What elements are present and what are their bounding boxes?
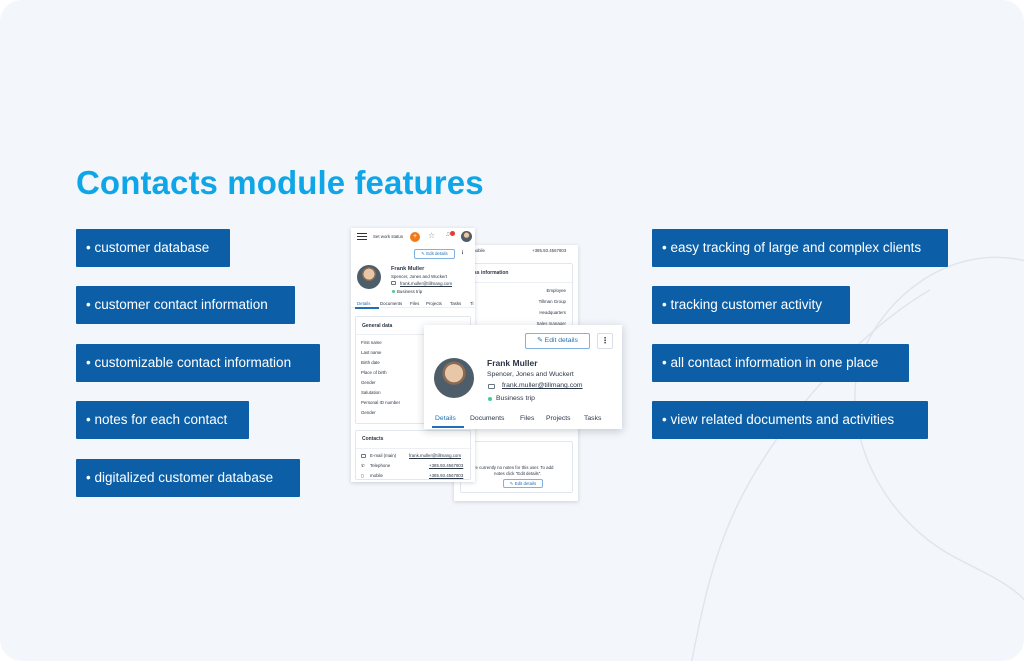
contacts-title: Contacts bbox=[362, 436, 384, 442]
mobile-phone-icon: ▯ bbox=[361, 473, 364, 478]
user-avatar[interactable] bbox=[461, 231, 472, 242]
mobile-contact-company: Spencer, Jones and Wuckert bbox=[391, 274, 448, 279]
mobile-kebab-icon[interactable]: ⋮ bbox=[460, 250, 465, 256]
bell-icon[interactable]: ♫ bbox=[445, 231, 451, 238]
business-row-value: Headquarters bbox=[539, 310, 566, 315]
contact-label: mobile bbox=[370, 473, 383, 478]
mobile-tab-documents[interactable]: Documents bbox=[380, 301, 403, 306]
feature-view-related-documents: • view related documents and activities bbox=[652, 401, 928, 439]
add-icon[interactable]: + bbox=[410, 232, 420, 242]
mobile-tab-more[interactable]: Ti bbox=[470, 301, 474, 306]
general-field-label: Personal ID number bbox=[361, 400, 401, 405]
back-top-label: mobile bbox=[472, 248, 485, 253]
notification-badge bbox=[450, 231, 455, 236]
mobile-tab-projects[interactable]: Projects bbox=[426, 301, 442, 306]
feature-all-contact-information: • all contact information in one place bbox=[652, 344, 909, 382]
popup-contact-email[interactable]: frank.muller@tillmang.com bbox=[502, 382, 583, 389]
popup-edit-details-button[interactable]: ✎ Edit details bbox=[525, 333, 590, 349]
notes-box: es ere are currently no notes for this u… bbox=[460, 441, 573, 493]
business-row-value: Sales manager bbox=[536, 321, 566, 326]
mobile-contact-email[interactable]: frank.muller@tillmang.com bbox=[400, 281, 453, 286]
notes-edit-details-label: Edit details bbox=[514, 481, 537, 486]
mockup-mobile-panel: Set work status + ☆ ♫ ✎ Edit details ⋮ F… bbox=[351, 228, 475, 482]
mail-icon bbox=[488, 384, 495, 389]
status-dot bbox=[392, 290, 395, 293]
mail-icon bbox=[391, 281, 396, 285]
pencil-icon: ✎ bbox=[509, 481, 515, 486]
general-field-label: Gender bbox=[361, 410, 376, 415]
mobile-contact-name: Frank Muller bbox=[391, 266, 425, 272]
mobile-tab-details[interactable]: Details bbox=[357, 301, 371, 306]
contacts-box: Contacts E-mail (main) frank.muller@till… bbox=[355, 430, 472, 480]
popup-tab-details[interactable]: Details bbox=[435, 415, 456, 422]
back-top-value: +385.93.4567803 bbox=[532, 248, 567, 253]
contact-value[interactable]: +385.93.4567803 bbox=[429, 473, 464, 478]
popup-contact-company: Spencer, Jones and Wuckert bbox=[487, 371, 574, 378]
general-field-label: Salutation bbox=[361, 390, 381, 395]
popup-tab-tasks[interactable]: Tasks bbox=[584, 415, 602, 422]
popup-more-options-icon[interactable]: ⋮ bbox=[597, 333, 613, 349]
general-field-label: Gender bbox=[361, 380, 376, 385]
status-dot bbox=[488, 397, 492, 401]
work-status-label[interactable]: Set work status bbox=[373, 234, 404, 239]
feature-notes-for-each-contact: • notes for each contact bbox=[76, 401, 249, 439]
mail-icon bbox=[361, 454, 366, 458]
general-field-label: Last name bbox=[361, 350, 382, 355]
feature-easy-tracking-clients: • easy tracking of large and complex cli… bbox=[652, 229, 948, 267]
feature-customer-contact-information: • customer contact information bbox=[76, 286, 295, 324]
page-title: Contacts module features bbox=[76, 164, 484, 201]
popup-tab-files[interactable]: Files bbox=[520, 415, 535, 422]
general-field-label: First name bbox=[361, 340, 382, 345]
business-row-value: Employee bbox=[546, 288, 566, 293]
general-field-label: Birth date bbox=[361, 360, 380, 365]
phone-icon: ✆ bbox=[361, 463, 365, 468]
contact-avatar bbox=[357, 265, 381, 289]
mobile-tab-tasks[interactable]: Tasks bbox=[450, 301, 462, 306]
popup-contact-avatar bbox=[434, 358, 474, 398]
mobile-tab-files[interactable]: Files bbox=[410, 301, 420, 306]
star-icon[interactable]: ☆ bbox=[428, 231, 436, 240]
pencil-icon: ✎ bbox=[537, 337, 545, 344]
feature-customer-database: • customer database bbox=[76, 229, 230, 267]
general-data-title: General data bbox=[362, 323, 393, 329]
contact-value[interactable]: +385.93.4567803 bbox=[429, 463, 464, 468]
popup-tab-documents[interactable]: Documents bbox=[470, 415, 505, 422]
feature-customizable-contact-information: • customizable contact information bbox=[76, 344, 320, 382]
pencil-icon: ✎ bbox=[421, 251, 427, 256]
mockup-popup-panel: ✎ Edit details ⋮ Frank Muller Spencer, J… bbox=[424, 325, 622, 429]
feature-tracking-customer-activity: • tracking customer activity bbox=[652, 286, 850, 324]
mobile-edit-details-label: Edit details bbox=[426, 251, 448, 256]
contact-label: E-mail (main) bbox=[370, 453, 397, 458]
contact-value[interactable]: frank.muller@tillmang.com bbox=[409, 453, 462, 458]
business-row-value: Tillman Group bbox=[538, 299, 566, 304]
mobile-contact-status: Business trip bbox=[397, 289, 423, 294]
feature-digitalized-customer-database: • digitalized customer database bbox=[76, 459, 300, 497]
notes-text-line-2: notes click "Edit details". bbox=[494, 471, 542, 476]
notes-text-line-1: ere are currently no notes for this user… bbox=[464, 465, 554, 470]
mobile-edit-details-button[interactable]: ✎ Edit details bbox=[414, 249, 455, 259]
contact-label: Telephone bbox=[370, 463, 391, 468]
popup-contact-status: Business trip bbox=[496, 395, 535, 402]
general-field-label: Place of birth bbox=[361, 370, 387, 375]
hamburger-menu-icon[interactable] bbox=[357, 233, 367, 240]
popup-tab-projects[interactable]: Projects bbox=[546, 415, 571, 422]
popup-contact-name: Frank Muller bbox=[487, 358, 538, 368]
business-info-title: siness information bbox=[464, 270, 509, 276]
notes-edit-details-button[interactable]: ✎ Edit details bbox=[503, 479, 543, 488]
popup-edit-details-label: Edit details bbox=[544, 337, 578, 344]
